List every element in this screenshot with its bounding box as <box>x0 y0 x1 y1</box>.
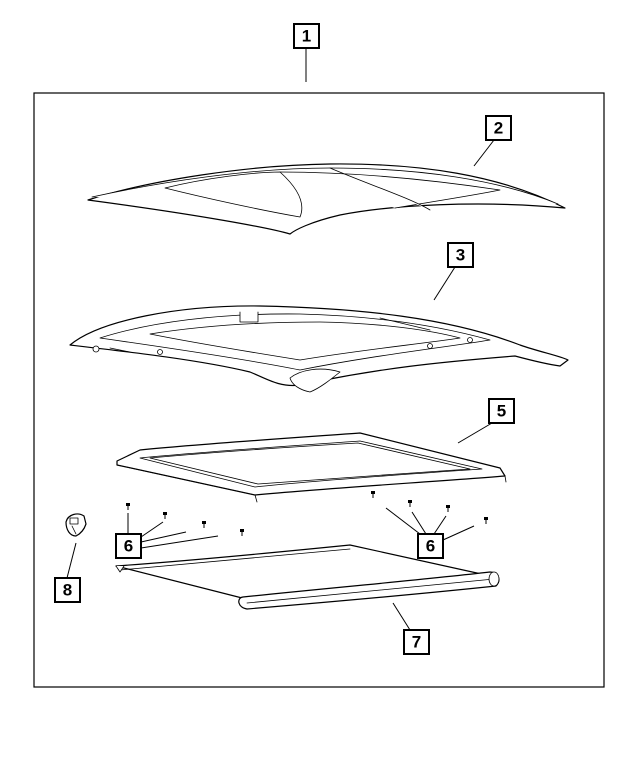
callout-8-label: 8 <box>63 581 72 600</box>
callout-6-leader <box>385 507 421 535</box>
callout-8-leader <box>66 542 77 579</box>
callout-8: 8 <box>54 542 81 603</box>
callout-6-leader <box>433 515 447 535</box>
callout-2: 2 <box>473 115 512 167</box>
callout-5: 5 <box>457 398 515 444</box>
screw <box>446 505 450 512</box>
screws-right <box>371 491 488 524</box>
callout-3-label: 3 <box>456 246 465 265</box>
callout-5-label: 5 <box>497 402 506 421</box>
screws-left <box>126 503 244 536</box>
callout-1: 1 <box>293 23 320 82</box>
screw <box>163 512 167 519</box>
screw <box>240 529 244 536</box>
callout-6-leader <box>140 521 164 538</box>
callout-6-left: 6 <box>115 513 219 559</box>
callout-6-left-label: 6 <box>124 537 133 556</box>
callout-3-leader <box>433 266 456 301</box>
callout-6-leader <box>140 535 219 549</box>
screw <box>371 491 375 498</box>
callout-1-label: 1 <box>302 27 311 46</box>
callout-7-label: 7 <box>412 633 421 652</box>
callout-6-leader <box>140 531 187 543</box>
sunshade <box>115 544 500 610</box>
seal-frame <box>116 432 507 503</box>
sunroof-frame <box>69 305 569 393</box>
screw <box>202 521 206 528</box>
callout-6-leader <box>411 511 427 535</box>
glass-panel <box>87 163 566 235</box>
callout-5-leader <box>457 422 493 444</box>
callout-7-leader <box>392 602 411 631</box>
callout-6-right: 6 <box>385 507 475 559</box>
callout-2-leader <box>473 139 495 167</box>
screw <box>484 517 488 524</box>
callout-3: 3 <box>433 242 474 301</box>
callout-6-leader <box>442 525 475 541</box>
screw <box>408 500 412 507</box>
callout-6-right-label: 6 <box>426 537 435 556</box>
callout-2-label: 2 <box>494 119 503 138</box>
clip <box>65 513 87 537</box>
screw <box>126 503 130 510</box>
callout-7: 7 <box>392 602 430 655</box>
assembly-frame <box>33 92 605 688</box>
